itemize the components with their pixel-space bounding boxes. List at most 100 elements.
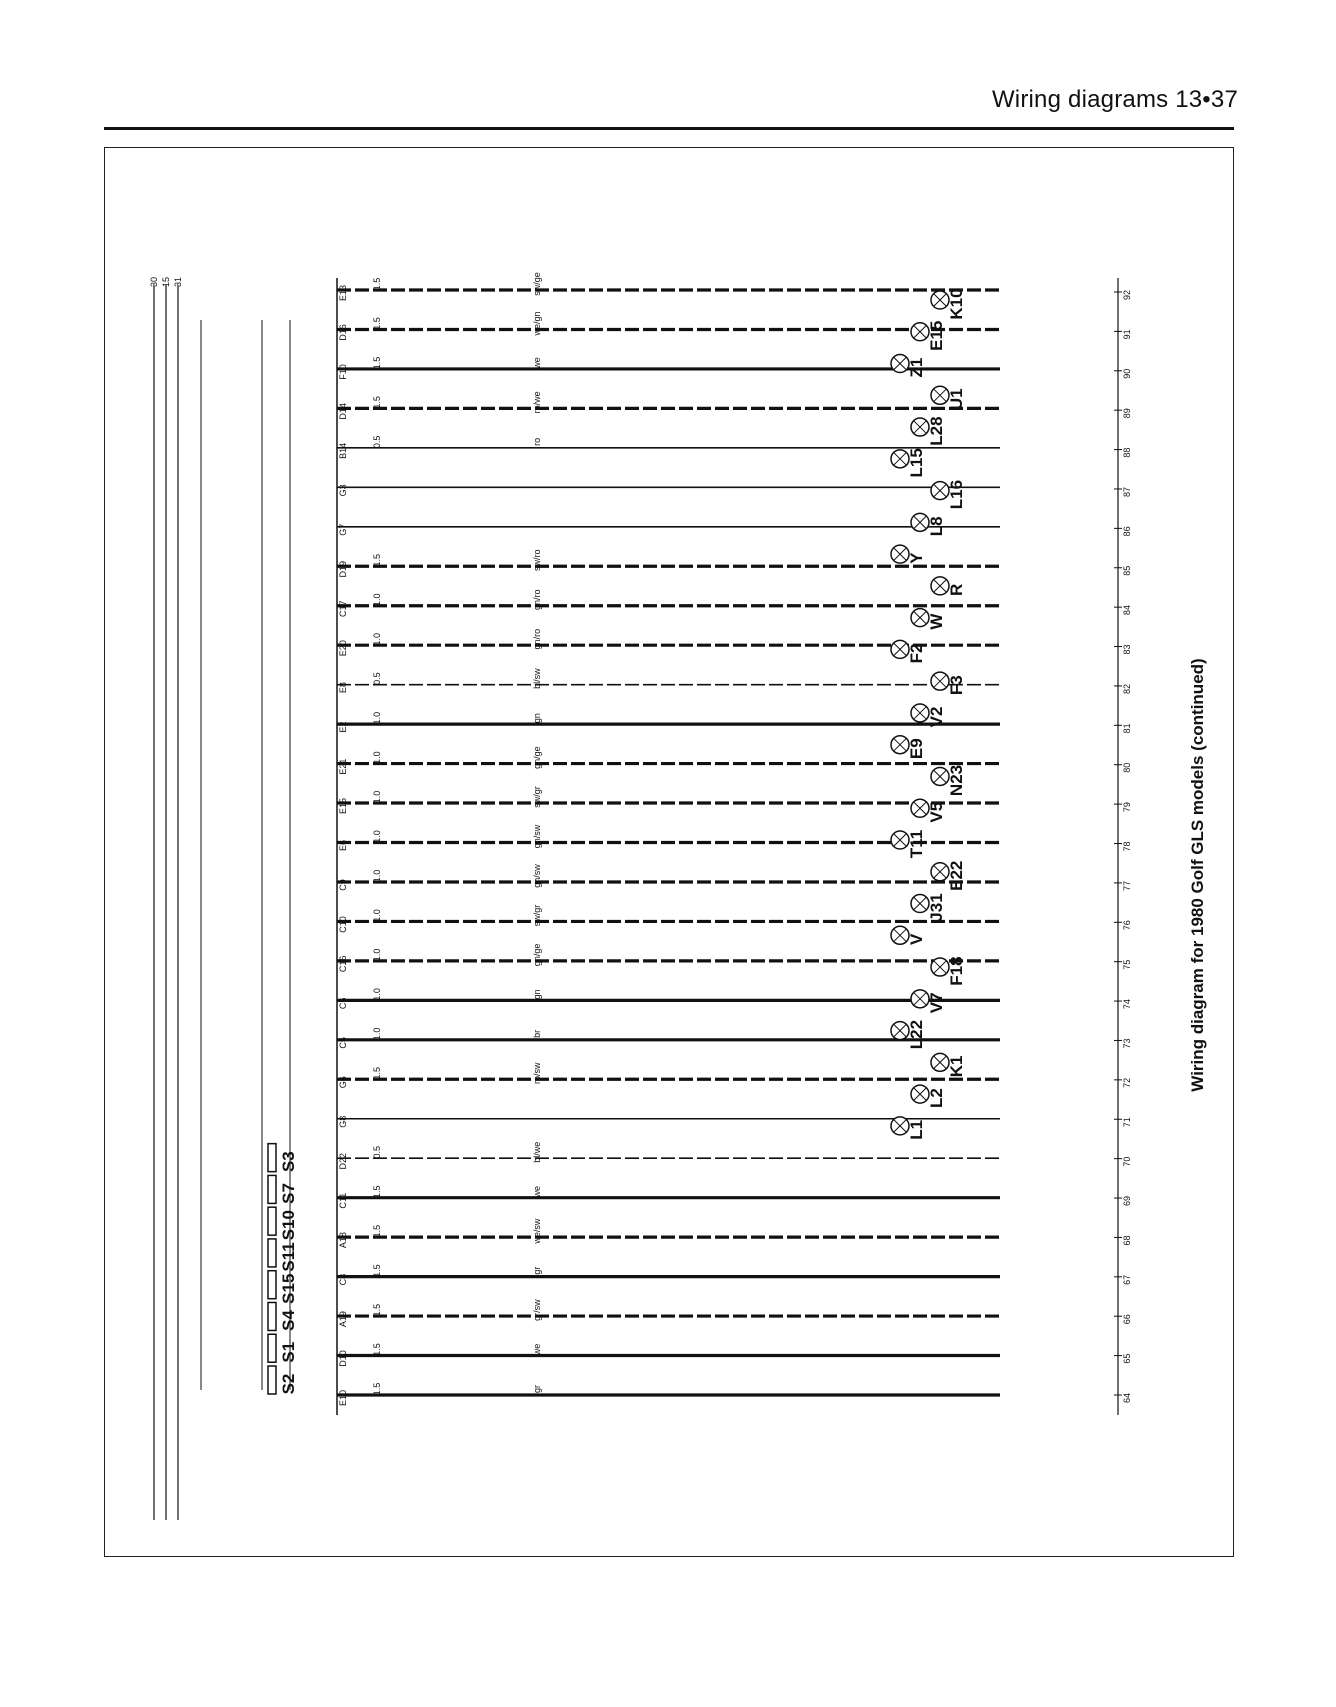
- component-layer: [267, 290, 950, 1395]
- track-number: 74: [1122, 999, 1132, 1009]
- component-cross: [933, 770, 947, 783]
- wire-code: C8: [338, 1274, 348, 1286]
- wire-code: D19: [338, 561, 348, 578]
- component-label: T11: [907, 830, 926, 858]
- wire-color: gn/sw: [532, 824, 542, 848]
- track-number: 64: [1122, 1393, 1132, 1403]
- wire-size: 1.0: [372, 1028, 382, 1041]
- wire-code: E2: [338, 722, 348, 733]
- track-number: 91: [1122, 329, 1132, 339]
- component-label: L16: [947, 480, 966, 509]
- component-cross: [913, 515, 927, 529]
- track-number: 73: [1122, 1038, 1132, 1048]
- wire-size: 1.0: [372, 988, 382, 1001]
- component-label: E9: [907, 738, 926, 759]
- wire-color: we: [532, 357, 542, 370]
- wire-code: C6: [338, 998, 348, 1010]
- wire-color: gr/sw: [532, 1299, 542, 1321]
- track-number: 68: [1122, 1235, 1132, 1245]
- component-label: L28: [927, 416, 946, 445]
- track-number: 85: [1122, 566, 1132, 576]
- wire-color: gr: [532, 1385, 542, 1393]
- track-number: 79: [1122, 802, 1132, 812]
- wire-code: D22: [338, 1153, 348, 1170]
- component-label: W: [927, 613, 946, 630]
- wire-color: gn/ge: [532, 944, 542, 967]
- track-number: 72: [1122, 1078, 1132, 1088]
- wire-size: 1.5: [372, 1383, 382, 1396]
- component-cross: [893, 833, 907, 847]
- track-number: 84: [1122, 605, 1132, 615]
- component-label: S1: [279, 1342, 298, 1363]
- component-label: L1: [907, 1120, 926, 1140]
- component-label: S15: [279, 1274, 298, 1304]
- wire-color: gn: [532, 989, 542, 999]
- component-label: L8: [927, 516, 946, 536]
- component-label: K10: [947, 288, 966, 319]
- fuse-symbol: [267, 1206, 277, 1236]
- wire-code: A18: [338, 1232, 348, 1248]
- component-cross: [913, 420, 927, 434]
- component-label: S10: [279, 1210, 298, 1240]
- component-cross: [893, 928, 907, 942]
- component-cross: [933, 960, 947, 974]
- wire-color: ro: [532, 438, 542, 446]
- component-cross: [893, 452, 907, 466]
- wire-code: F10: [338, 364, 348, 380]
- wire-code: E10: [338, 1390, 348, 1406]
- component-cross: [933, 579, 947, 593]
- track-number: 75: [1122, 960, 1132, 970]
- component-cross: [893, 1119, 907, 1133]
- wire-code: G6: [338, 1076, 348, 1088]
- wire-size: 1.5: [372, 1185, 382, 1198]
- component-cross: [933, 1055, 947, 1069]
- wire-code: G8: [338, 1116, 348, 1128]
- bus-label: 31: [173, 277, 183, 287]
- fuse-symbol: [267, 1238, 277, 1268]
- component-cross: [893, 738, 907, 752]
- component-label: S7: [279, 1183, 298, 1204]
- fuse-symbol: [267, 1174, 277, 1205]
- wire-code: G3: [338, 484, 348, 496]
- wire-size: 1.0: [372, 909, 382, 922]
- component-label: L22: [907, 1020, 926, 1049]
- track-number: 83: [1122, 645, 1132, 655]
- component-cross: [913, 992, 927, 1006]
- wire-code: E8: [338, 682, 348, 693]
- wire-code: G7: [338, 524, 348, 536]
- fuse-symbol: [267, 1142, 277, 1173]
- fuse-symbol: [267, 1365, 277, 1395]
- wire-color: sw/gr: [532, 905, 542, 927]
- component-label: N23: [947, 765, 966, 796]
- track-number: 89: [1122, 408, 1132, 418]
- page-header: Wiring diagrams 13•37: [991, 86, 1238, 113]
- wire-color: gn/ro: [532, 589, 542, 610]
- track-number: 70: [1122, 1157, 1132, 1167]
- component-label: R: [947, 584, 966, 596]
- fuse-symbol: [267, 1269, 277, 1300]
- component-cross: [913, 1087, 927, 1101]
- component-cross: [893, 547, 907, 561]
- wire-color: bl/we: [532, 1142, 542, 1163]
- bus-label: 15: [161, 277, 171, 287]
- wire-code: E15: [338, 798, 348, 814]
- wire-code: E21: [338, 759, 348, 775]
- component-label: L2: [927, 1088, 946, 1108]
- track-number: 71: [1122, 1117, 1132, 1127]
- wire-color: bl/sw: [532, 668, 542, 689]
- wire-size: 1.0: [372, 830, 382, 843]
- component-label: J31: [927, 893, 946, 921]
- wire-color: br: [532, 1030, 542, 1038]
- wire-size: 1.5: [372, 1225, 382, 1238]
- component-label: E15: [927, 321, 946, 351]
- component-label: Z1: [907, 358, 926, 378]
- wire-code: A19: [338, 1311, 348, 1327]
- wire-size: 1.0: [372, 791, 382, 804]
- wire-color: sw/ge: [532, 272, 542, 296]
- ground-rail: [1114, 278, 1122, 1415]
- component-label: S3: [279, 1151, 298, 1172]
- component-label: E22: [947, 861, 966, 891]
- wire-size: 1.0: [372, 712, 382, 725]
- wire-size: 1.5: [372, 357, 382, 370]
- wire-size: 1.5: [372, 396, 382, 409]
